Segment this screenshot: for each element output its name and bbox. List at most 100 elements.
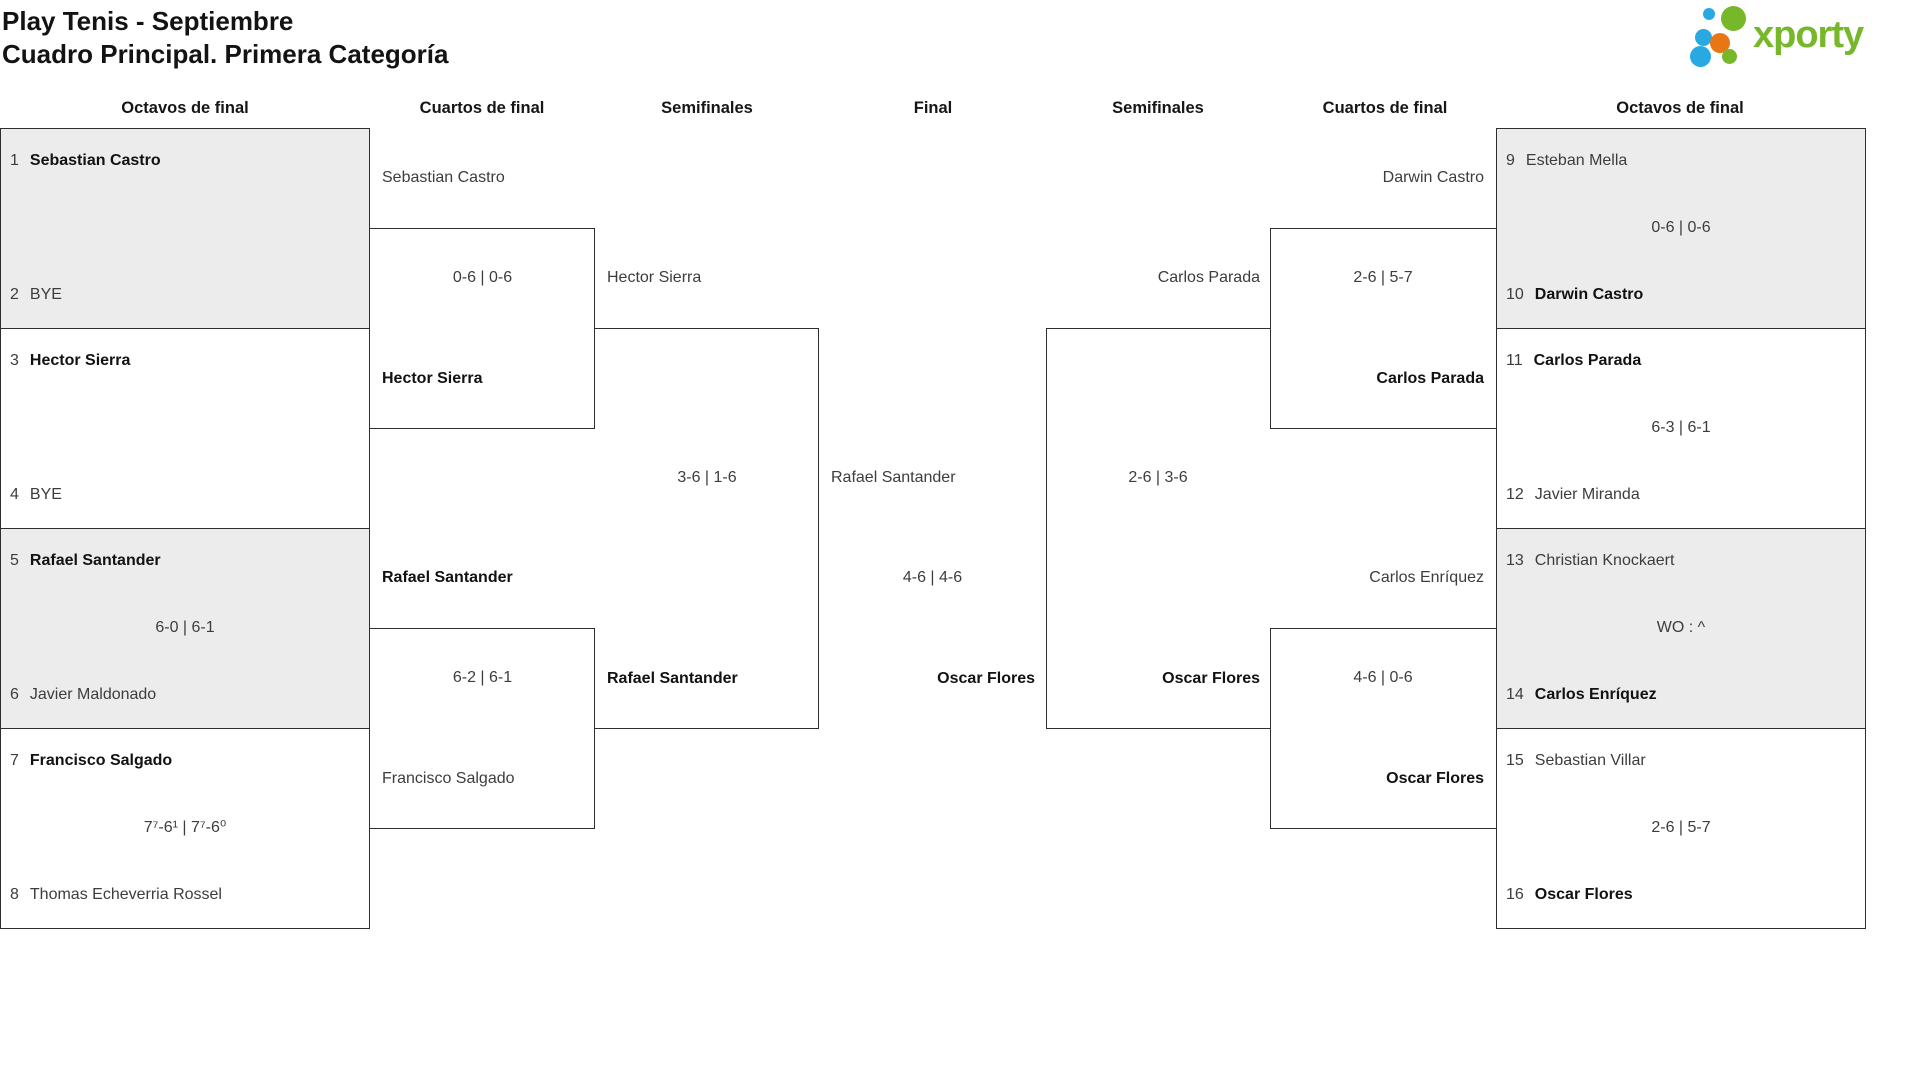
player-row: 4 BYE	[10, 484, 362, 506]
match-score: WO : ^	[1656, 619, 1706, 636]
player-row: 6 Javier Maldonado	[10, 684, 362, 706]
seed-number: 8	[10, 886, 19, 903]
round-header-left-semis: Semifinales	[661, 99, 753, 117]
player-name: Darwin Castro	[1382, 169, 1484, 186]
draw-subtitle: Cuadro Principal. Primera Categoría	[2, 39, 449, 69]
match-score: 2-6 | 3-6	[1128, 469, 1188, 486]
player-name: Carlos Enríquez	[1534, 686, 1657, 703]
player-row: 5 Rafael Santander	[10, 550, 362, 572]
seed-number: 5	[10, 552, 19, 569]
seed-number: 10	[1506, 286, 1524, 303]
match-score: 2-6 | 5-7	[1651, 819, 1711, 836]
match-score: 7⁷-6¹ | 7⁷-6⁰	[143, 819, 227, 836]
match-score: 2-6 | 5-7	[1353, 269, 1413, 286]
champion-name: Oscar Flores	[937, 670, 1035, 687]
player-name: Oscar Flores	[1162, 670, 1260, 687]
seed-number: 15	[1506, 752, 1524, 769]
seed-number: 11	[1506, 352, 1523, 369]
player-name: Francisco Salgado	[29, 752, 173, 769]
player-name: Sebastian Villar	[1534, 752, 1646, 769]
round-header-right-cuartos: Cuartos de final	[1322, 99, 1448, 117]
player-name: Oscar Flores	[1386, 770, 1484, 787]
player-row: 16 Oscar Flores	[1506, 884, 1858, 906]
round-header-left-octavos: Octavos de final	[121, 99, 249, 117]
player-name: BYE	[29, 286, 62, 303]
match-box-rsf	[1046, 328, 1270, 729]
match-box-l16-4	[0, 728, 370, 929]
match-box-lqf-2	[370, 628, 595, 829]
logo-dot-green-big	[1721, 6, 1746, 31]
tournament-name: Play Tenis - Septiembre	[2, 6, 294, 36]
logo-dot-blue-mid	[1695, 29, 1712, 46]
match-box-r16-3	[1496, 528, 1866, 729]
finalist-name: Rafael Santander	[831, 469, 956, 486]
player-name: Hector Sierra	[382, 370, 483, 387]
player-row: 8 Thomas Echeverria Rossel	[10, 884, 362, 906]
player-name: Christian Knockaert	[1534, 552, 1675, 569]
match-score: 0-6 | 0-6	[452, 269, 513, 286]
round-header-right-octavos: Octavos de final	[1616, 99, 1744, 117]
match-box-rqf-2	[1270, 628, 1496, 829]
player-name: Darwin Castro	[1534, 286, 1644, 303]
match-score: 3-6 | 1-6	[677, 469, 737, 486]
player-row: 2 BYE	[10, 284, 362, 306]
player-name: Oscar Flores	[1534, 886, 1633, 903]
player-name: BYE	[29, 486, 62, 503]
match-box-l16-3	[0, 528, 370, 729]
seed-number: 13	[1506, 552, 1524, 569]
player-name: Sebastian Castro	[382, 169, 505, 186]
player-name: Rafael Santander	[382, 569, 513, 586]
player-row: 1 Sebastian Castro	[10, 150, 362, 172]
match-box-rqf-1	[1270, 228, 1496, 429]
player-row: 13 Christian Knockaert	[1506, 550, 1858, 572]
page-title: Play Tenis - Septiembre Cuadro Principal…	[2, 5, 448, 71]
match-score: 6-0 | 6-1	[155, 619, 215, 636]
seed-number: 1	[10, 152, 19, 169]
xporty-logo[interactable]: xporty	[1683, 2, 1893, 68]
round-header-right-semis: Semifinales	[1112, 99, 1204, 117]
player-row: 3 Hector Sierra	[10, 350, 362, 372]
match-score: 6-2 | 6-1	[452, 669, 513, 686]
player-row: 11 Carlos Parada	[1506, 350, 1858, 372]
match-box-r16-1	[1496, 128, 1866, 329]
player-name: Esteban Mella	[1525, 152, 1628, 169]
player-row: 10 Darwin Castro	[1506, 284, 1858, 306]
seed-number: 3	[10, 352, 19, 369]
seed-number: 12	[1506, 486, 1524, 503]
player-name: Javier Maldonado	[29, 686, 157, 703]
final-score: 4-6 | 4-6	[902, 569, 963, 586]
logo-wordmark: xporty	[1753, 14, 1864, 56]
seed-number: 14	[1506, 686, 1524, 703]
seed-number: 16	[1506, 886, 1524, 903]
seed-number: 2	[10, 286, 19, 303]
player-row: 7 Francisco Salgado	[10, 750, 362, 772]
logo-dot-blue-small	[1703, 8, 1715, 20]
player-name: Rafael Santander	[607, 670, 738, 687]
player-row: 14 Carlos Enríquez	[1506, 684, 1858, 706]
round-header-final: Final	[913, 99, 953, 117]
logo-dot-orange	[1710, 33, 1730, 53]
match-box-lsf	[595, 328, 819, 729]
player-row: 9 Esteban Mella	[1506, 150, 1858, 172]
player-name: Francisco Salgado	[382, 770, 515, 787]
logo-dot-green-small	[1722, 49, 1737, 64]
match-score: 6-3 | 6-1	[1651, 419, 1711, 436]
match-box-lqf-1	[370, 228, 595, 429]
player-name: Hector Sierra	[607, 269, 702, 286]
player-row: 15 Sebastian Villar	[1506, 750, 1858, 772]
player-row: 12 Javier Miranda	[1506, 484, 1858, 506]
seed-number: 9	[1506, 152, 1515, 169]
player-name: Carlos Parada	[1533, 352, 1642, 369]
match-box-r16-4	[1496, 728, 1866, 929]
player-name: Rafael Santander	[29, 552, 161, 569]
logo-dot-blue-big	[1690, 46, 1711, 67]
match-score: 0-6 | 0-6	[1651, 219, 1711, 236]
player-name: Sebastian Castro	[29, 152, 161, 169]
round-header-left-cuartos: Cuartos de final	[419, 99, 545, 117]
match-score: 4-6 | 0-6	[1353, 669, 1413, 686]
player-name: Carlos Parada	[1376, 370, 1484, 387]
player-name: Thomas Echeverria Rossel	[29, 886, 222, 903]
seed-number: 7	[10, 752, 19, 769]
seed-number: 4	[10, 486, 19, 503]
